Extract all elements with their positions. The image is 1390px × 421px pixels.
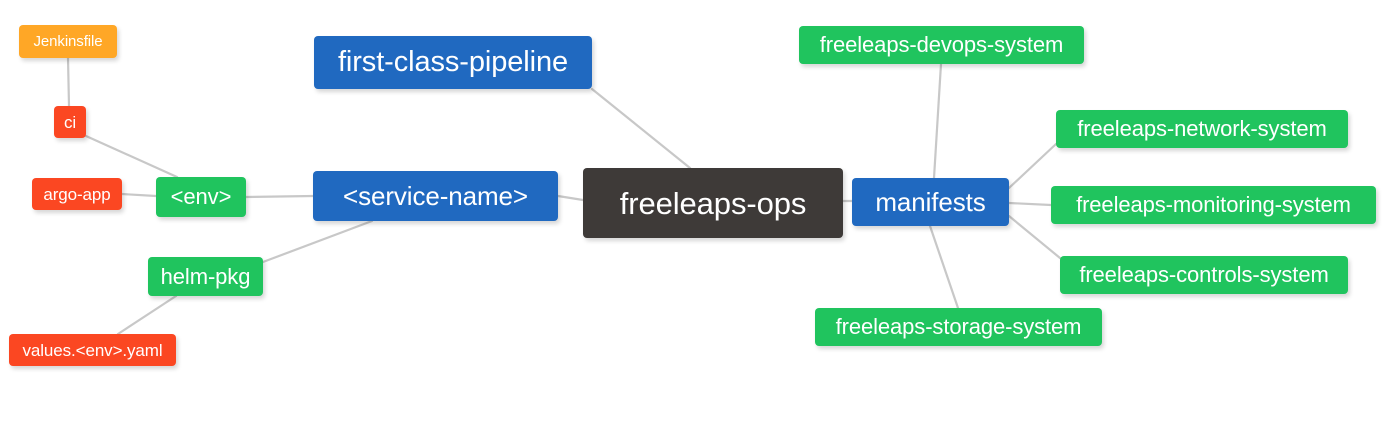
node-freeleaps-controls-system[interactable]: freeleaps-controls-system: [1060, 256, 1348, 294]
edge-jenkinsfile-to-ci: [66, 56, 71, 108]
node-manifests[interactable]: manifests: [852, 178, 1009, 226]
node-freeleaps-network-system[interactable]: freeleaps-network-system: [1056, 110, 1348, 148]
node-freeleaps-storage-system[interactable]: freeleaps-storage-system: [815, 308, 1102, 346]
node-env[interactable]: <env>: [156, 177, 246, 217]
node-first-class-pipeline[interactable]: first-class-pipeline: [314, 36, 592, 89]
edge-values-env-yaml-to-helm-pkg: [116, 294, 178, 336]
edge-manifests-to-freeleaps-storage-system: [928, 224, 960, 310]
edge-ci-to-env: [84, 134, 179, 179]
node-argo-app[interactable]: argo-app: [32, 178, 122, 210]
edge-manifests-to-freeleaps-monitoring-system: [1007, 201, 1053, 207]
edge-service-name-to-freeleaps-ops: [556, 194, 585, 202]
node-freeleaps-ops[interactable]: freeleaps-ops: [583, 168, 843, 238]
edge-env-to-service-name: [244, 194, 315, 199]
edge-manifests-to-freeleaps-network-system: [1007, 142, 1058, 190]
node-jenkinsfile[interactable]: Jenkinsfile: [19, 25, 117, 58]
node-helm-pkg[interactable]: helm-pkg: [148, 257, 263, 296]
node-freeleaps-devops-system[interactable]: freeleaps-devops-system: [799, 26, 1084, 64]
node-values-env-yaml[interactable]: values.<env>.yaml: [9, 334, 176, 366]
edge-first-class-pipeline-to-freeleaps-ops: [590, 87, 692, 170]
node-service-name[interactable]: <service-name>: [313, 171, 558, 221]
node-freeleaps-monitoring-system[interactable]: freeleaps-monitoring-system: [1051, 186, 1376, 224]
node-ci[interactable]: ci: [54, 106, 86, 138]
edge-manifests-to-freeleaps-devops-system: [932, 62, 943, 180]
edge-helm-pkg-to-service-name: [261, 219, 374, 264]
edge-argo-app-to-env: [120, 192, 158, 198]
